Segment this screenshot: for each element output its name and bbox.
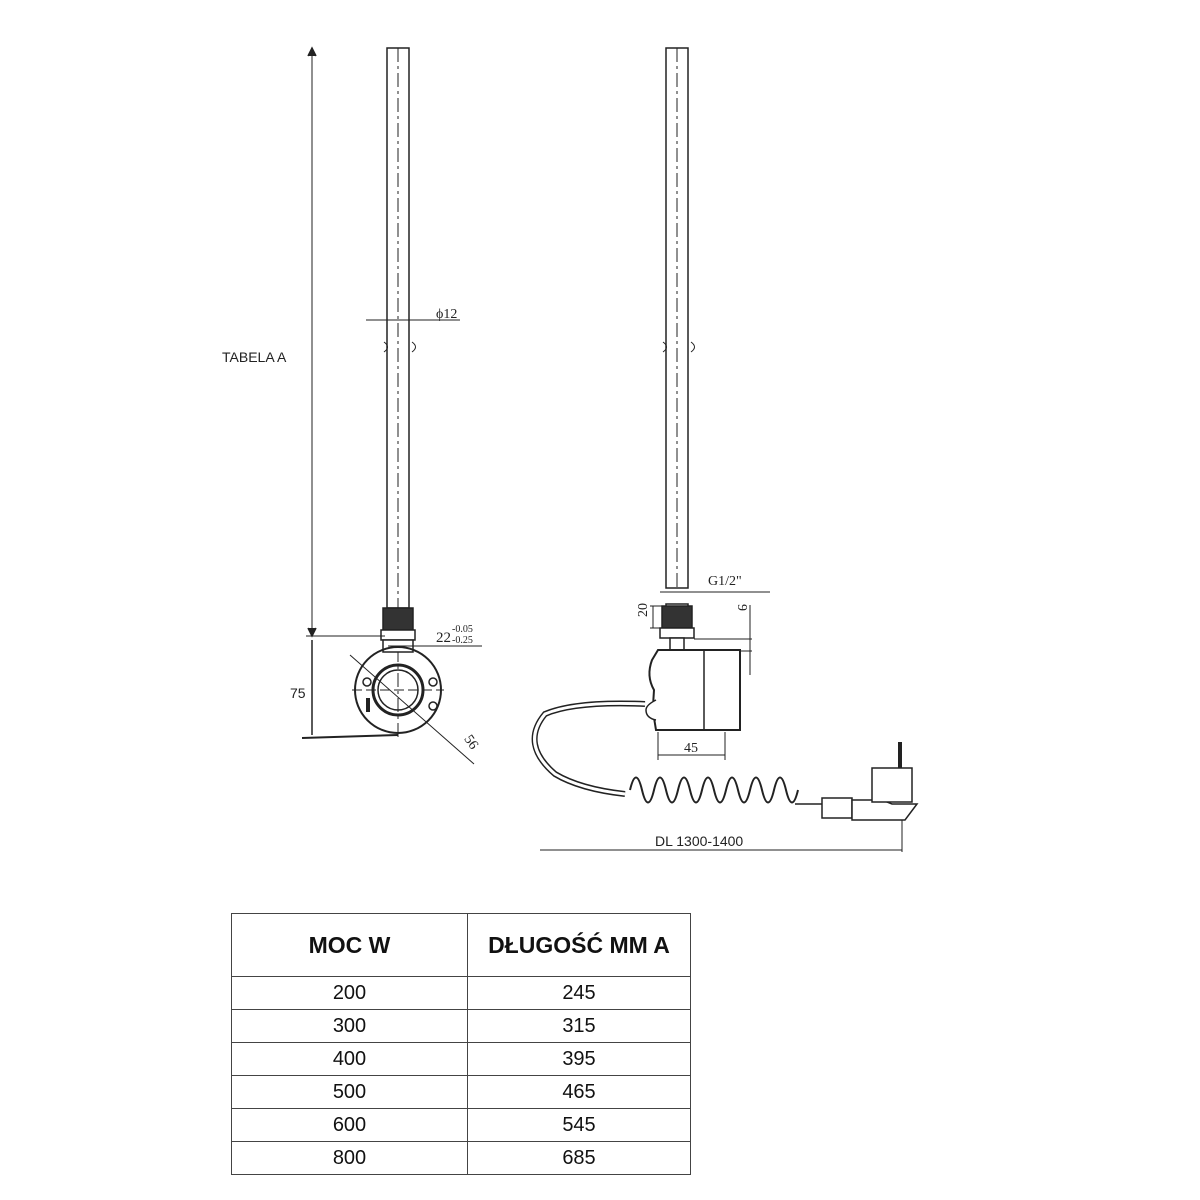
dim-45-label: 45 [684, 741, 698, 756]
power-cell: 400 [231, 1042, 468, 1076]
power-cell: 200 [231, 976, 468, 1010]
dim-20-label: 20 [636, 603, 651, 617]
tolerance-nominal: 22 [436, 630, 451, 646]
tolerance-lower: -0.25 [452, 635, 473, 646]
length-cell: 315 [467, 1009, 691, 1043]
cable-length-label: DL 1300-1400 [655, 833, 743, 849]
height-75-label: 75 [290, 685, 306, 701]
side-view [531, 47, 919, 852]
table-header: MOC W DŁUGOŚĆ MM A [231, 913, 691, 977]
diameter-label: ϕ12 [436, 307, 457, 322]
length-cell: 545 [467, 1108, 691, 1142]
tolerance-upper: -0.05 [452, 624, 473, 635]
power-cell: 500 [231, 1075, 468, 1109]
front-view [301, 46, 482, 765]
thread-label: G1/2" [708, 574, 742, 589]
thread-part [382, 607, 414, 631]
header-length: DŁUGOŚĆ MM A [467, 913, 691, 977]
length-cell: 245 [467, 976, 691, 1010]
technical-drawing: TABELA A ϕ12 22 -0.05 -0.25 75 56 [222, 46, 919, 852]
length-label: TABELA A [222, 349, 287, 365]
power-cell: 800 [231, 1141, 468, 1175]
diameter-56-label: 56 [460, 732, 480, 752]
length-cell: 685 [467, 1141, 691, 1175]
dim-9-label: 9 [734, 604, 749, 611]
power-cell: 600 [231, 1108, 468, 1142]
header-power: MOC W [231, 913, 468, 977]
length-cell: 465 [467, 1075, 691, 1109]
power-cell: 300 [231, 1009, 468, 1043]
length-cell: 395 [467, 1042, 691, 1076]
